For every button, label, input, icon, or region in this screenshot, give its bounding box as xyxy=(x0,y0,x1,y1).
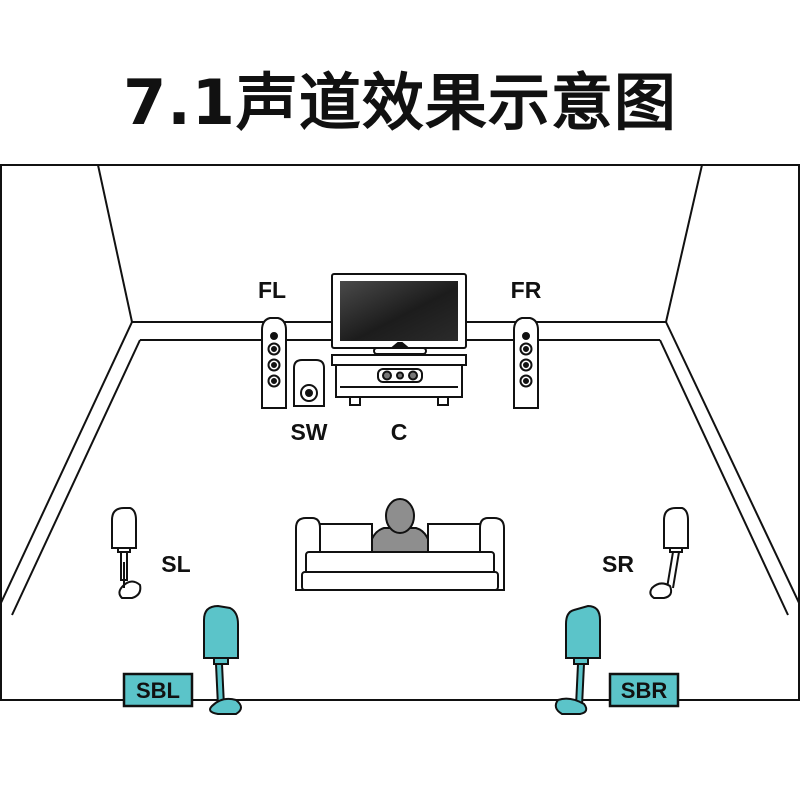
label-sl: SL xyxy=(161,551,190,577)
label-sw: SW xyxy=(290,419,327,445)
right-baseboard-outer xyxy=(665,321,800,606)
label-sbr: SBR xyxy=(621,678,668,703)
tv-stand-foot-left xyxy=(349,396,361,406)
sofa-seat xyxy=(305,551,495,575)
surround-left-speaker xyxy=(111,507,142,599)
sbr-badge xyxy=(608,672,680,708)
right-baseboard-inner xyxy=(659,339,789,616)
label-fr: FR xyxy=(511,277,542,303)
label-c: C xyxy=(391,419,408,445)
front-left-speaker xyxy=(261,317,287,409)
listener xyxy=(366,498,434,557)
front-right-speaker xyxy=(513,317,539,409)
room-right-wall-corner xyxy=(665,164,703,323)
label-sbl: SBL xyxy=(136,678,180,703)
label-sr: SR xyxy=(602,551,634,577)
sbl-badge xyxy=(122,672,194,708)
tv-stand-top xyxy=(331,354,467,366)
center-speaker xyxy=(377,368,423,383)
tv-screen xyxy=(340,281,458,341)
tv-set xyxy=(331,273,467,355)
surround-right-speaker xyxy=(649,507,689,599)
sofa xyxy=(295,517,505,591)
left-baseboard-outer xyxy=(0,321,133,606)
tv-base xyxy=(373,347,427,355)
surround-back-right-speaker xyxy=(554,604,601,715)
surround-back-left-speaker xyxy=(203,604,242,715)
sofa-front xyxy=(301,571,499,591)
listener-head xyxy=(385,498,415,534)
left-baseboard-inner xyxy=(11,339,141,616)
room-left-wall-corner xyxy=(97,164,133,323)
label-fl: FL xyxy=(258,277,286,303)
page-title: 7.1声道效果示意图 xyxy=(123,66,677,139)
subwoofer xyxy=(293,359,325,407)
tv-stand-foot-right xyxy=(437,396,449,406)
